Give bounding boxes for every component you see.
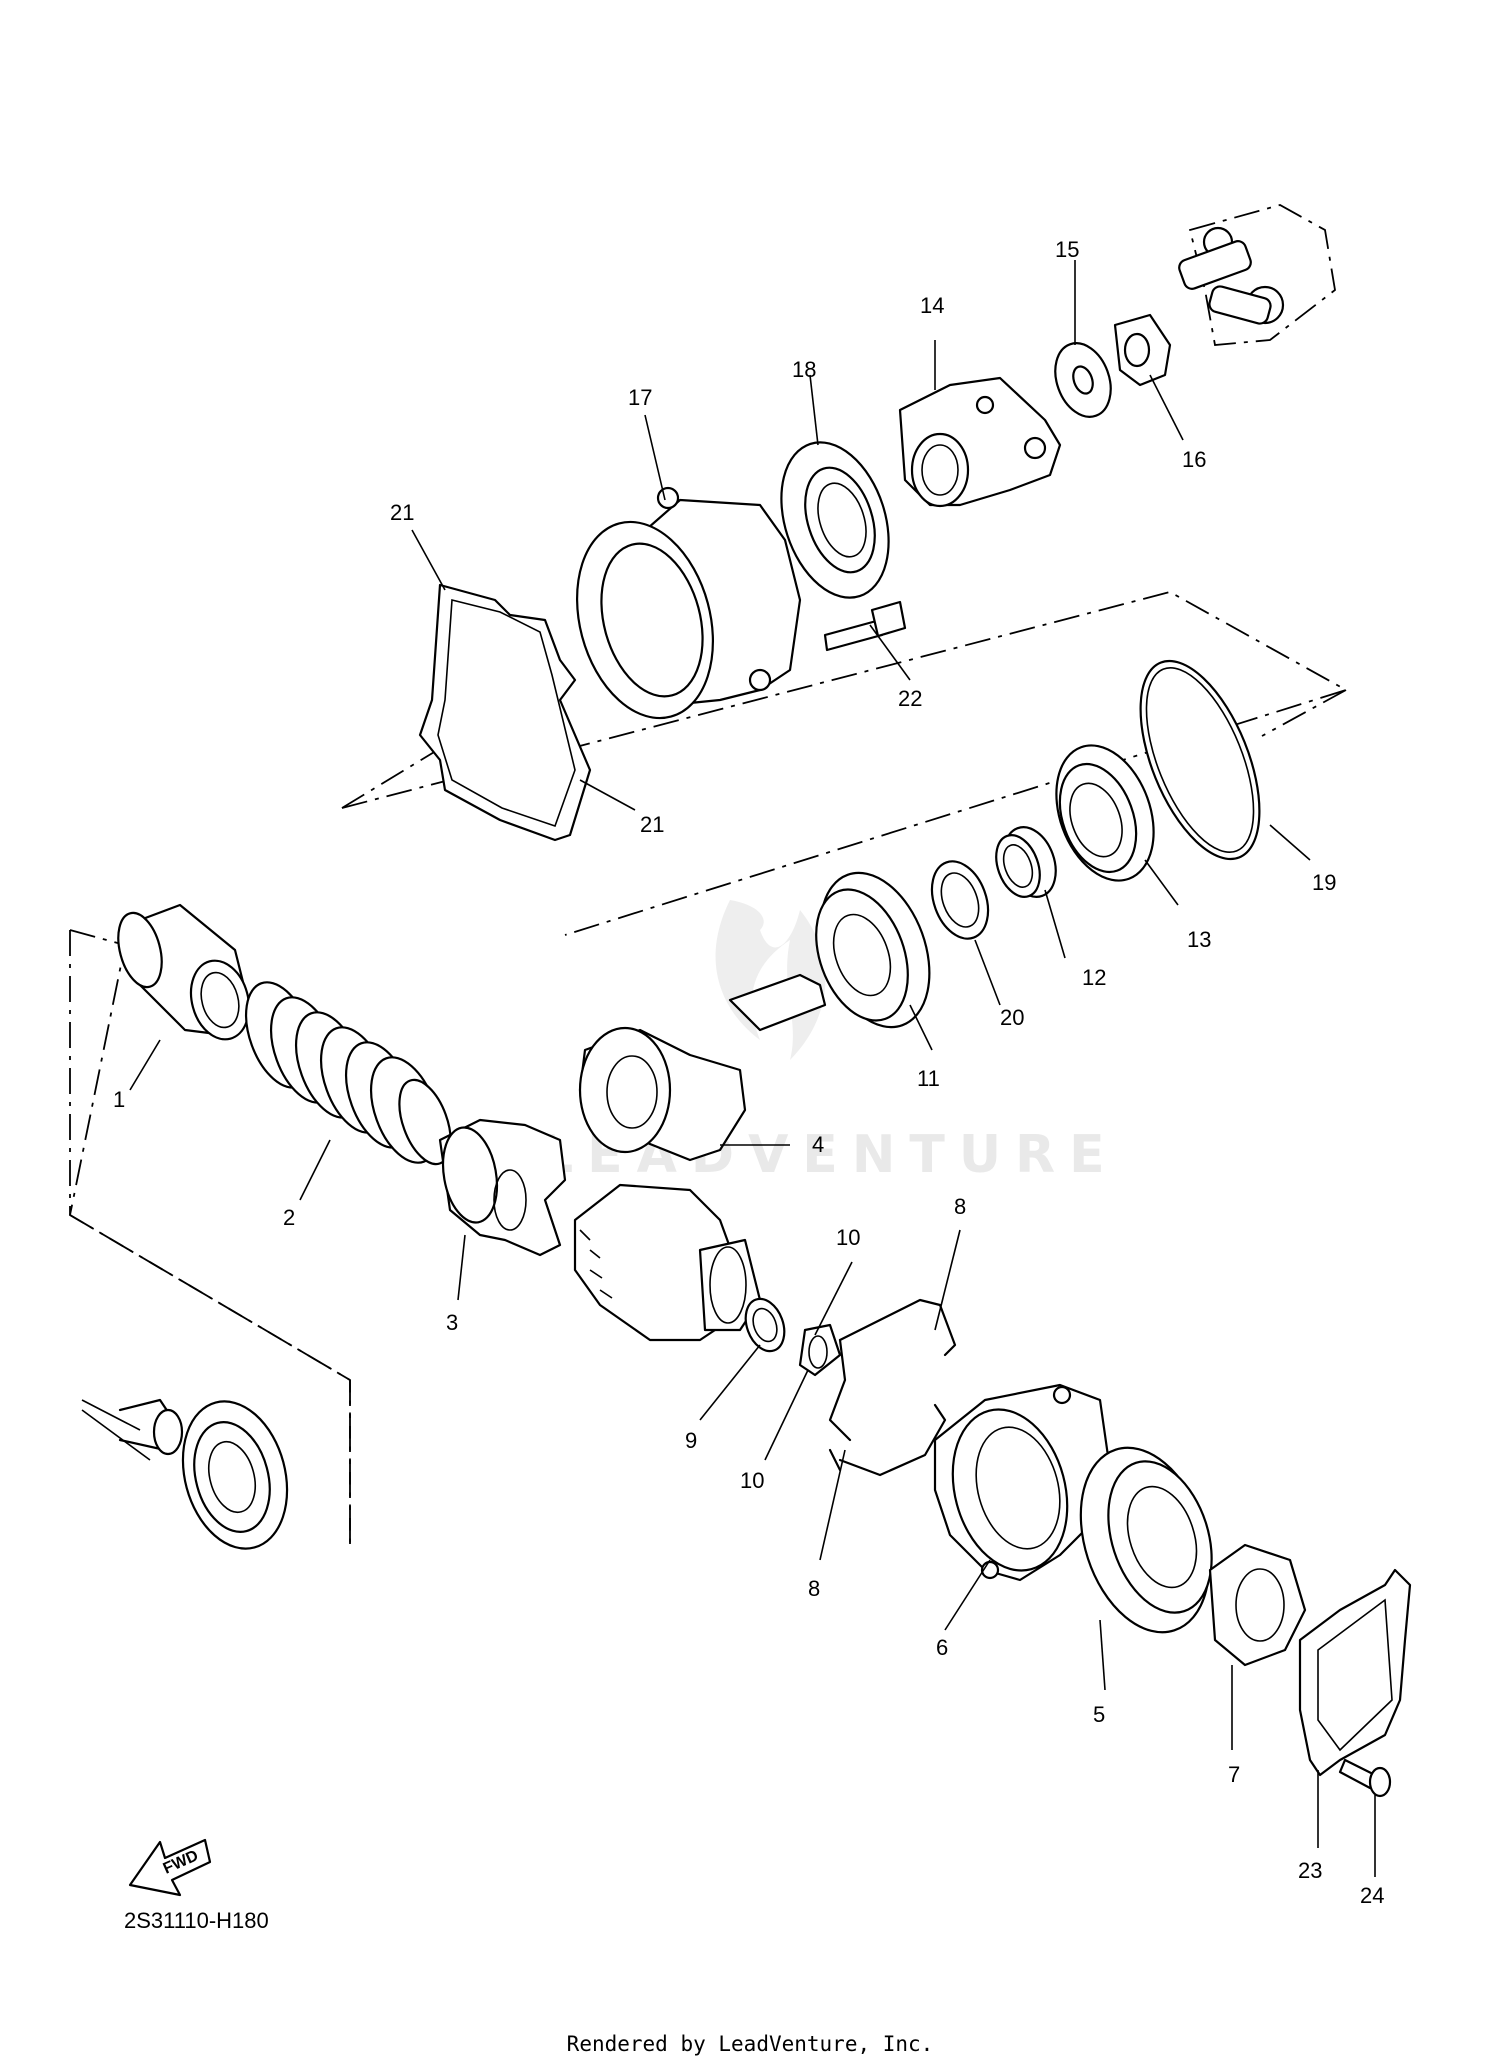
part-7-ring-nut: [1208, 1543, 1307, 1667]
callout-11: 11: [917, 1066, 940, 1091]
callout-8-bottom: 8: [808, 1576, 820, 1601]
part-24-screw: [1338, 1758, 1392, 1798]
diagram-code: 2S31110-H180: [124, 1908, 269, 1933]
part-2-spring: [245, 981, 452, 1166]
part-15-washer: [1054, 342, 1112, 418]
callout-2: 2: [283, 1205, 295, 1230]
part-8-circlips: [828, 1298, 957, 1477]
part-21-gasket: [418, 583, 592, 842]
assembly-boundary-upper: [341, 591, 1349, 936]
part-1-sleeve: [117, 903, 251, 1041]
part-12-collar: [995, 826, 1057, 898]
callout-22: 22: [898, 686, 922, 711]
callout-10-bottom: 10: [740, 1468, 764, 1493]
callout-5: 5: [1093, 1702, 1105, 1727]
callout-6: 6: [936, 1635, 948, 1660]
callout-1: 1: [113, 1087, 125, 1112]
callout-23: 23: [1298, 1858, 1322, 1883]
callout-13: 13: [1187, 927, 1211, 952]
callout-16: 16: [1182, 447, 1206, 472]
callout-15: 15: [1055, 237, 1079, 262]
part-23-gasket: [1298, 1568, 1412, 1777]
shaft-and-bearing-left: [81, 1398, 289, 1550]
part-10-collets: [798, 1323, 842, 1377]
callout-3: 3: [446, 1310, 458, 1335]
part-16-nut: [1113, 313, 1172, 387]
part-9-washer: [744, 1297, 786, 1353]
part-17-bearing-housing: [575, 486, 802, 720]
part-14-yoke: [898, 376, 1062, 508]
part-18-oil-seal: [780, 441, 890, 599]
callout-8-top: 8: [954, 1194, 966, 1219]
callout-10-top: 10: [836, 1225, 860, 1250]
callout-9: 9: [685, 1428, 697, 1453]
callout-18: 18: [792, 357, 816, 382]
render-credit: Rendered by LeadVenture, Inc.: [566, 2032, 934, 2056]
watermark: LEADVENTURE: [540, 900, 1105, 1185]
callout-17: 17: [628, 385, 652, 410]
part-5-bearing: [1079, 1446, 1213, 1634]
boundary-link-19: [1261, 689, 1347, 737]
callout-21-bottom: 21: [640, 812, 664, 837]
callout-4: 4: [812, 1132, 824, 1157]
callout-21-top: 21: [390, 500, 414, 525]
part-3-coupling: [438, 1118, 567, 1257]
part-11-bearing: [815, 871, 931, 1029]
callout-24: 24: [1360, 1883, 1384, 1908]
part-20-shim: [930, 860, 990, 940]
part-19-o-ring: [1139, 659, 1261, 861]
leader-lines: [129, 260, 1376, 1877]
callout-labels: 1 2 3 4 5 6 7 8 8 9 10 10 11 12 13 14 15…: [113, 237, 1384, 1908]
forward-direction-arrow: FWD: [128, 1838, 212, 1897]
universal-joint-reference: [1178, 204, 1336, 346]
part-22-bolt: [823, 600, 907, 652]
part-6-housing-cover: [933, 1383, 1112, 1582]
part-13-bearing: [1055, 744, 1155, 882]
callout-12: 12: [1082, 965, 1106, 990]
callout-20: 20: [1000, 1005, 1024, 1030]
boundary-left-diag: [69, 1214, 351, 1381]
callout-14: 14: [920, 293, 944, 318]
callout-7: 7: [1228, 1762, 1240, 1787]
callout-19: 19: [1312, 870, 1336, 895]
